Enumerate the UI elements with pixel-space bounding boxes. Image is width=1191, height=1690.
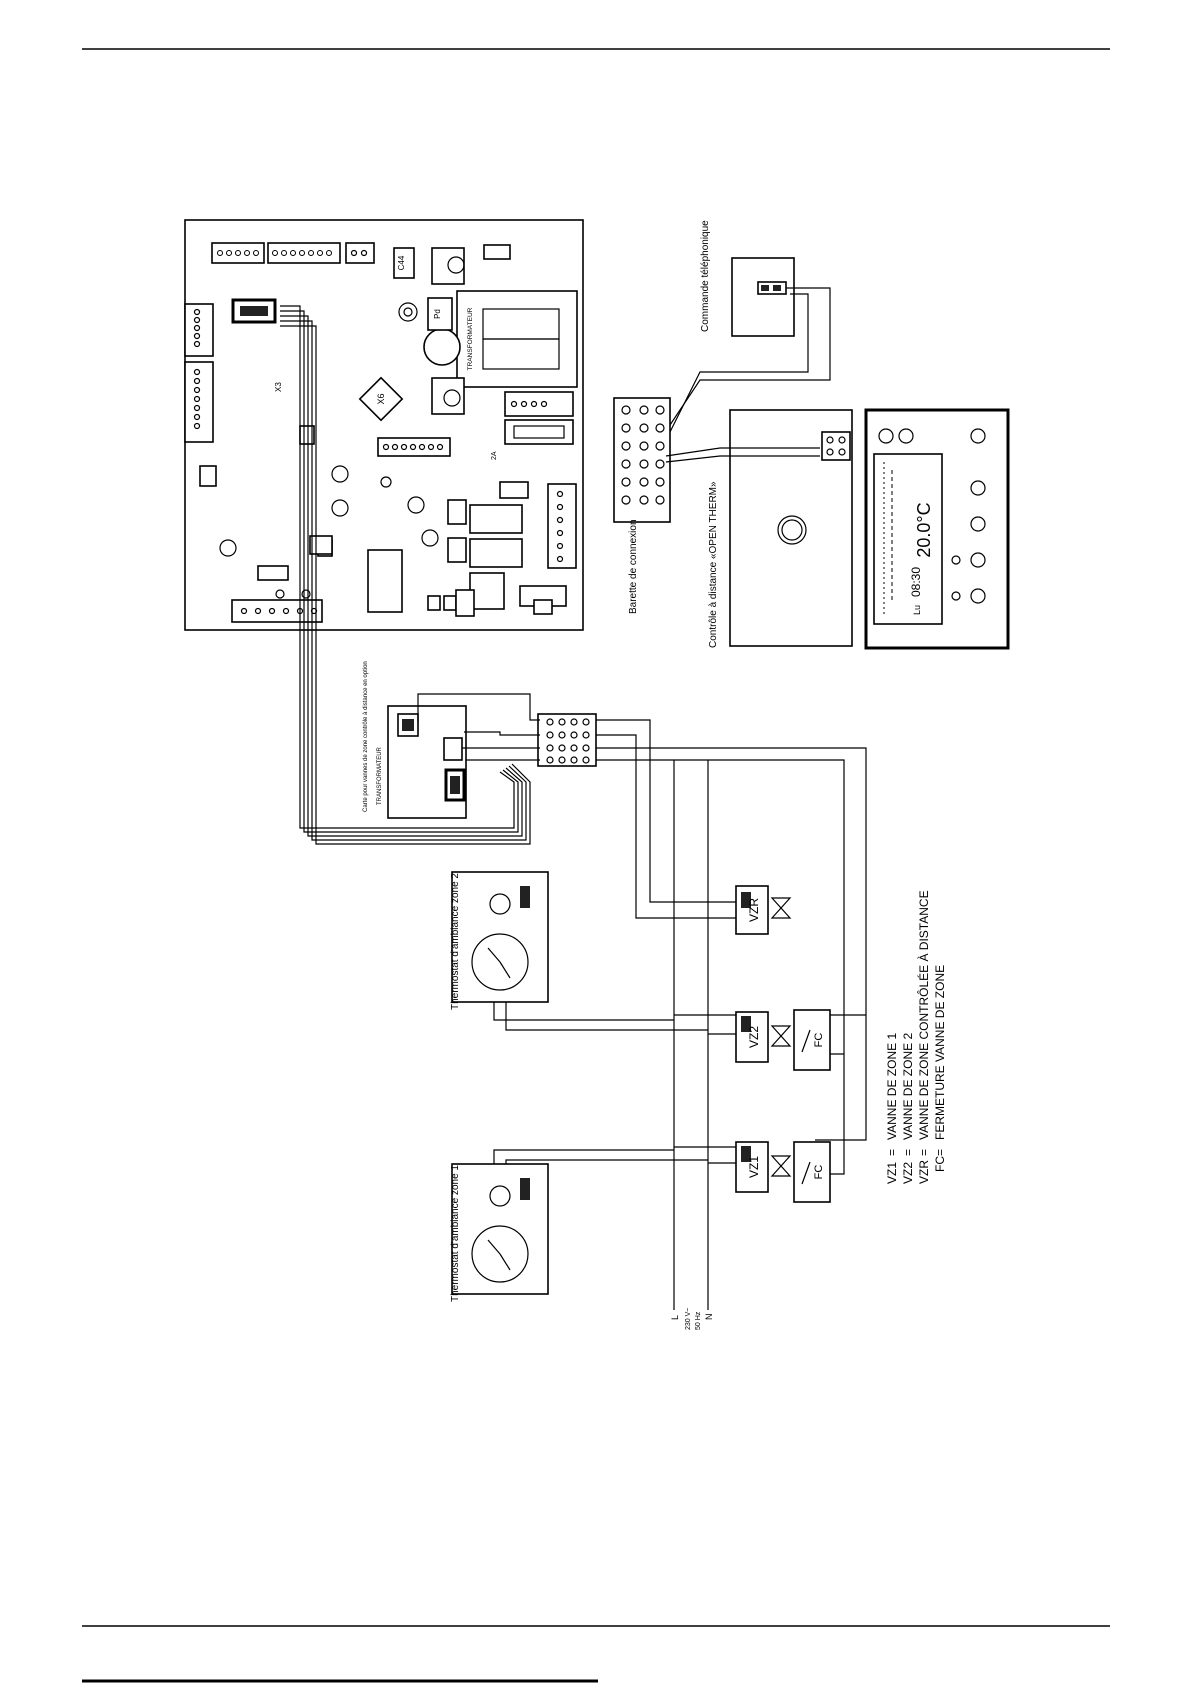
display-button-6[interactable] bbox=[970, 552, 986, 568]
remote-phone-control: Commande téléphonique bbox=[659, 220, 831, 441]
fc2-label: FC bbox=[813, 1033, 825, 1048]
display-temperature: 20.0°C bbox=[914, 502, 934, 557]
legend-sep-1: = bbox=[901, 1149, 915, 1156]
phone-control-label: Commande téléphonique bbox=[700, 220, 711, 332]
thermostat-zone-1-label: Thermostat d'ambiance zone 1 bbox=[450, 1165, 461, 1302]
zone-terminal-strip bbox=[537, 713, 597, 767]
power-l-label: L bbox=[670, 1315, 680, 1320]
power-supply: L 230 V~ 50 Hz N bbox=[670, 1308, 714, 1330]
board-transformer-label: TRANSFORMATEUR bbox=[467, 307, 474, 370]
c44-label: C44 bbox=[397, 255, 406, 270]
legend-code-3: FC bbox=[933, 1156, 947, 1172]
valve-vzr-label: VZR bbox=[747, 898, 761, 922]
legend-code-0: VZ1 bbox=[885, 1162, 899, 1184]
display-button-5[interactable] bbox=[970, 516, 986, 532]
valve-vzr: VZR bbox=[735, 885, 792, 935]
legend-sep-0: = bbox=[885, 1149, 899, 1156]
legend: VZ1 = VANNE DE ZONE 1 VZ2 = VANNE DE ZON… bbox=[885, 890, 947, 1184]
opentherm-remote: Contrôle à distance «OPEN THERM» bbox=[708, 409, 853, 648]
display-time: 08:30 bbox=[909, 567, 923, 597]
legend-text-2: VANNE DE ZONE CONTRÔLÉE À DISTANCE bbox=[916, 890, 931, 1140]
zone-card-transformer: TRANSFORMATEUR bbox=[377, 746, 383, 805]
valve-vz1-label: VZ1 bbox=[747, 1156, 761, 1178]
power-n-label: N bbox=[704, 1314, 714, 1321]
display-button-7[interactable] bbox=[970, 588, 986, 604]
display-day: Lu bbox=[912, 605, 922, 615]
x6-label: X6 bbox=[376, 393, 386, 404]
thermostat-zone-2-label: Thermostat d'ambiance zone 2 bbox=[450, 873, 461, 1010]
pd-label: Pd bbox=[433, 309, 442, 319]
legend-code-2: VZR bbox=[917, 1160, 931, 1184]
control-board: C44 X3 X6 TRANSFORMATEUR Pd bbox=[184, 219, 584, 631]
display-button-1[interactable] bbox=[878, 428, 894, 444]
power-freq-label: 50 Hz bbox=[695, 1311, 702, 1330]
valve-vz2: VZ2 FC bbox=[735, 1009, 831, 1071]
display-button-4[interactable] bbox=[970, 480, 986, 496]
valve-vz2-label: VZ2 bbox=[747, 1026, 761, 1048]
legend-sep-3: = bbox=[933, 1149, 947, 1156]
thermostat-zone-2: Thermostat d'ambiance zone 2 bbox=[450, 871, 708, 1031]
connection-terminal-label: Barette de connexion bbox=[628, 519, 639, 614]
opentherm-label: Contrôle à distance «OPEN THERM» bbox=[708, 481, 719, 648]
fc1-label: FC bbox=[813, 1165, 825, 1180]
legend-text-0: VANNE DE ZONE 1 bbox=[885, 1033, 899, 1140]
legend-text-1: VANNE DE ZONE 2 bbox=[901, 1033, 915, 1140]
thermostat-zone-1: Thermostat d'ambiance zone 1 bbox=[450, 1149, 708, 1302]
legend-sep-2: = bbox=[917, 1149, 931, 1156]
power-voltage-label: 230 V~ bbox=[685, 1308, 692, 1330]
room-display-unit: 20.0°C 08:30 Lu bbox=[864, 408, 1010, 650]
zone-valve-card: Carte pour vannes de zone contrôle à dis… bbox=[363, 661, 467, 819]
zone-card-wires bbox=[417, 693, 540, 761]
valve-wires bbox=[596, 719, 867, 1310]
display-button-3[interactable] bbox=[970, 428, 986, 444]
fuse-rating: 2A bbox=[491, 451, 498, 460]
legend-code-1: VZ2 bbox=[901, 1162, 915, 1184]
display-button-2[interactable] bbox=[898, 428, 914, 444]
valve-vz1: VZ1 FC bbox=[735, 1141, 831, 1203]
legend-text-3: FERMETURE VANNE DE ZONE bbox=[933, 965, 947, 1140]
zone-card-label: Carte pour vannes de zone contrôle à dis… bbox=[363, 661, 369, 812]
connection-terminal-block: Barette de connexion bbox=[613, 397, 820, 614]
ribbon-cable bbox=[280, 305, 531, 845]
x3-label: X3 bbox=[274, 382, 283, 392]
